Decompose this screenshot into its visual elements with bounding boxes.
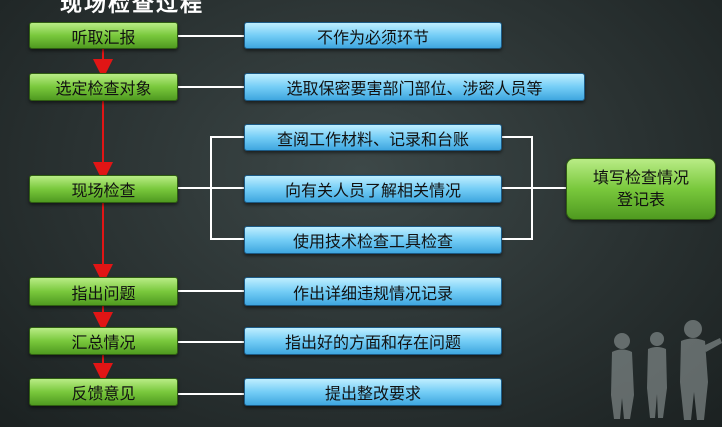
page-title: 现场检查过程 <box>60 0 205 17</box>
step-summarize[interactable]: 汇总情况 <box>29 327 178 355</box>
item-rectification-request[interactable]: 提出整改要求 <box>244 378 502 406</box>
item-strengths-problems[interactable]: 指出好的方面和存在问题 <box>244 327 502 355</box>
method-technical-tools[interactable]: 使用技术检查工具检查 <box>244 226 502 254</box>
result-registration-form[interactable]: 填写检查情况登记表 <box>566 158 716 220</box>
step-listen-report[interactable]: 听取汇报 <box>29 22 178 49</box>
item-optional-step[interactable]: 不作为必须环节 <box>244 22 502 49</box>
step-feedback[interactable]: 反馈意见 <box>29 378 178 406</box>
item-select-targets-detail[interactable]: 选取保密要害部门部位、涉密人员等 <box>244 73 585 101</box>
result-registration-form-label: 填写检查情况登记表 <box>592 168 689 209</box>
step-onsite-inspection[interactable]: 现场检查 <box>29 175 178 203</box>
step-point-out-issues[interactable]: 指出问题 <box>29 277 178 306</box>
item-record-violations[interactable]: 作出详细违规情况记录 <box>244 277 502 306</box>
method-interview-staff[interactable]: 向有关人员了解相关情况 <box>244 175 502 203</box>
method-review-documents[interactable]: 查阅工作材料、记录和台账 <box>244 124 502 151</box>
step-select-target[interactable]: 选定检查对象 <box>29 73 178 101</box>
